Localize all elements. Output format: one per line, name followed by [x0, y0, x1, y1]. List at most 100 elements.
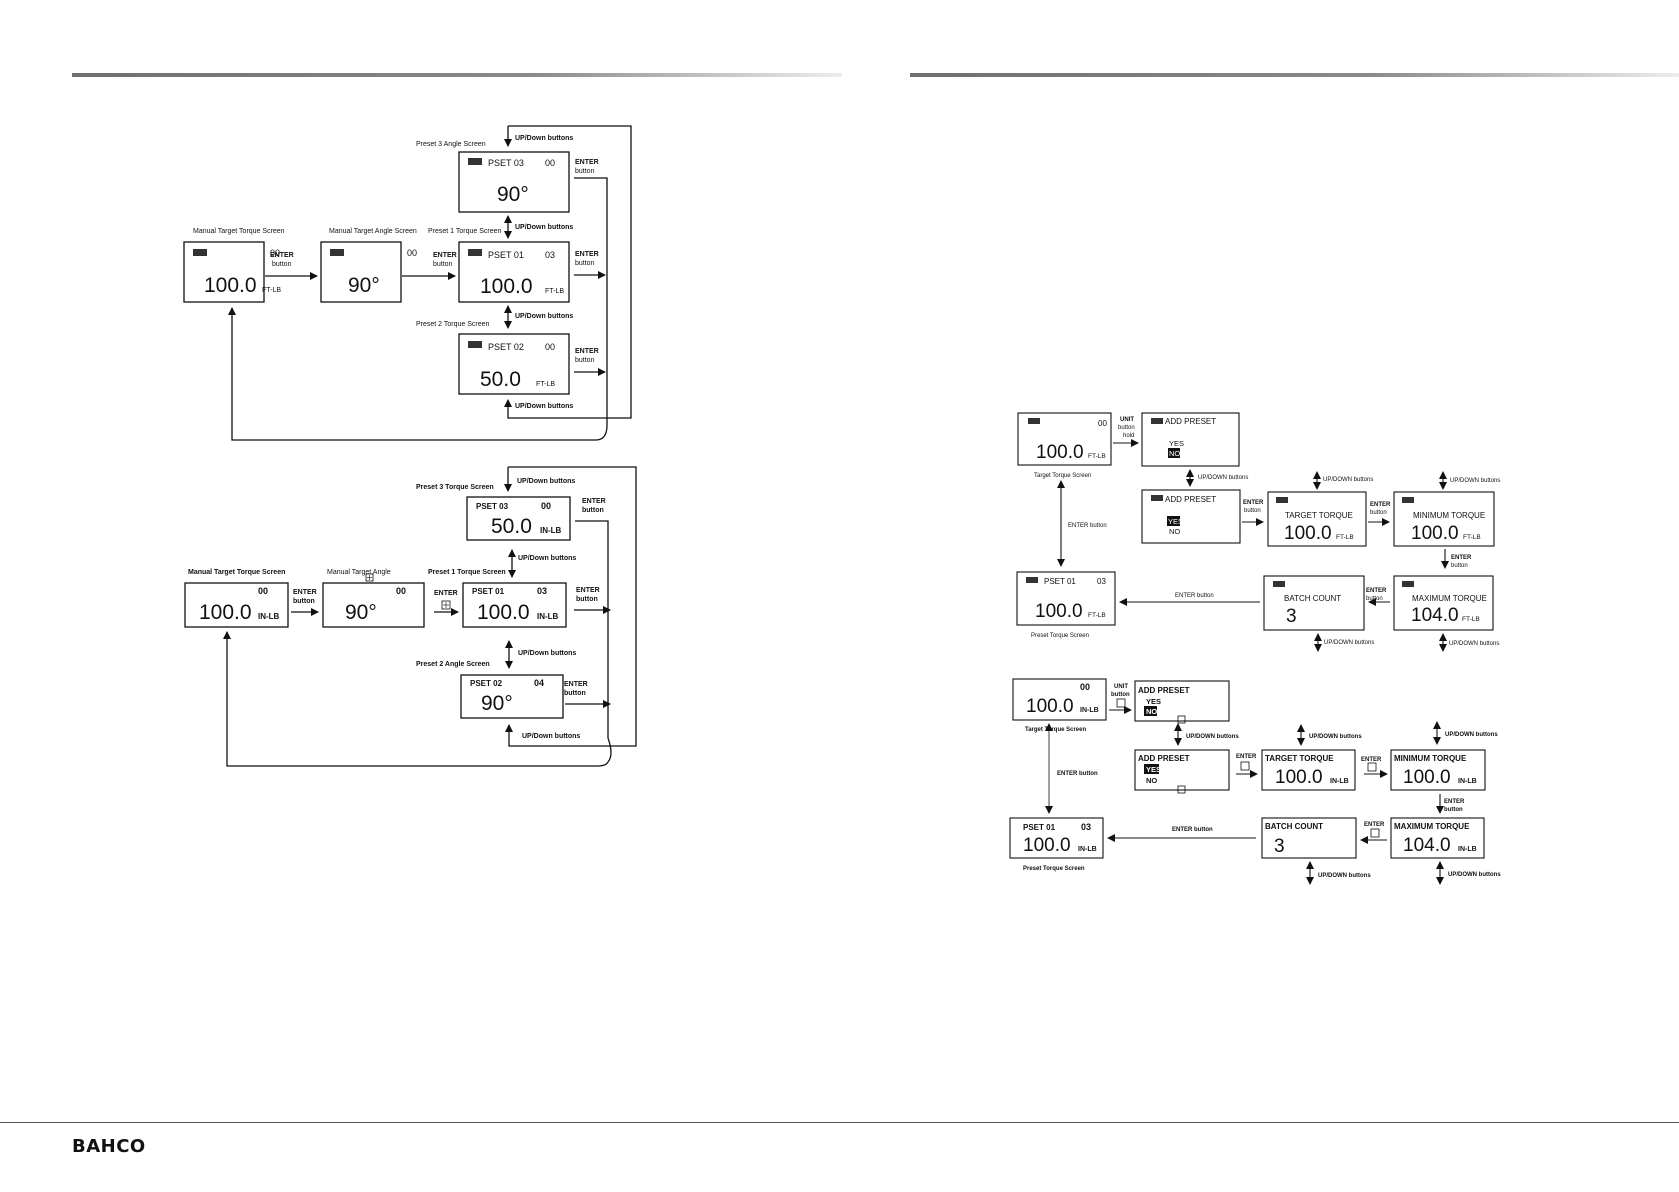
torque-value: 100.0 — [1275, 767, 1323, 788]
right-bottom-text: 00 100.0 IN-LB Target Torque Screen UNIT… — [1023, 682, 1501, 879]
battery-icon — [1402, 497, 1414, 503]
left-bottom-diagram — [184, 466, 637, 767]
target-screen-label: Target Torque Screen — [1025, 727, 1086, 733]
return-line — [223, 631, 612, 767]
preset-screen-label: Preset Torque Screen — [1023, 866, 1085, 872]
torque-unit: FT-LB — [1462, 616, 1480, 623]
preset-name: PSET 01 — [472, 587, 505, 596]
torque-unit: IN-LB — [540, 526, 562, 535]
battery-icon — [1151, 495, 1163, 501]
loop-line — [505, 466, 637, 747]
loop-line — [504, 125, 632, 419]
angle-value: 90° — [481, 692, 513, 715]
add-preset-title: ADD PRESET — [1138, 686, 1190, 695]
manual-angle-screen — [322, 582, 425, 628]
enter-button-label: ENTER button — [1172, 827, 1213, 833]
button-label: button — [1444, 807, 1463, 813]
add-preset-title: ADD PRESET — [1165, 417, 1216, 426]
torque-value: 100.0 — [1035, 601, 1083, 622]
no-option: NO — [1169, 527, 1180, 536]
updown-label: UP/DOWN buttons — [1450, 478, 1500, 484]
batch-count-screen — [1263, 575, 1365, 631]
updown-label: UP/Down buttons — [515, 135, 573, 142]
enter-button-label: ENTER button — [1068, 523, 1107, 529]
add-preset-yes-screen — [1141, 489, 1241, 544]
button-label: button — [575, 168, 595, 175]
preset2-angle-screen — [460, 674, 564, 719]
preset3-angle-screen — [458, 151, 570, 213]
unit-label: UNIT — [1120, 417, 1134, 423]
enter-label: ENTER — [575, 348, 599, 355]
torque-unit: IN-LB — [258, 612, 280, 621]
torque-value: 100.0 — [477, 601, 530, 624]
return-line — [228, 307, 608, 441]
add-preset-title: ADD PRESET — [1165, 495, 1216, 504]
button-label: button — [1111, 692, 1130, 698]
updown-label: UP/Down buttons — [518, 555, 576, 562]
key-icon — [1367, 762, 1377, 772]
no-highlight — [1168, 448, 1180, 458]
updown-label: UP/DOWN buttons — [1198, 475, 1248, 481]
updown-label: UP/DOWN buttons — [1186, 734, 1239, 740]
add-preset-no-screen — [1134, 680, 1230, 722]
enter-label: ENTER — [1243, 500, 1264, 506]
batch-count-title: BATCH COUNT — [1265, 822, 1323, 831]
preset2-label: Preset 2 Angle Screen — [416, 661, 490, 668]
preset-name: PSET 02 — [488, 342, 524, 352]
manual-torque-label: Manual Target Torque Screen — [193, 228, 285, 235]
preset-name: PSET 01 — [1044, 577, 1076, 586]
batch-count-value: 3 — [1274, 836, 1285, 857]
left-top-text: Manual Target Torque Screen Manual Targe… — [193, 135, 599, 410]
yes-highlight — [1144, 764, 1159, 774]
preset-name: PSET 03 — [476, 502, 509, 511]
preset-name: PSET 01 — [1023, 823, 1056, 832]
no-option: NO — [1146, 776, 1157, 785]
batch-count-screen — [1261, 817, 1357, 859]
torque-unit: FT-LB — [262, 287, 281, 294]
maximum-torque-screen — [1393, 575, 1494, 631]
updown-label: UP/Down buttons — [515, 224, 573, 231]
battery-icon — [1276, 497, 1288, 503]
manual-angle-label: Manual Target Angle Screen — [329, 228, 417, 235]
yes-option-selected: YES — [1168, 517, 1183, 526]
screen-code: 00 — [545, 342, 555, 352]
battery-icon — [1028, 418, 1040, 424]
key-icon — [441, 600, 451, 610]
preset1-label: Preset 1 Torque Screen — [428, 228, 502, 235]
updown-label: UP/Down buttons — [515, 313, 573, 320]
right-bottom-diagram — [1009, 678, 1486, 885]
updown-label: UP/DOWN buttons — [1318, 873, 1371, 879]
add-preset-title: ADD PRESET — [1138, 754, 1190, 763]
screen-code: 00 — [258, 586, 268, 596]
enter-label: ENTER — [293, 589, 317, 596]
torque-unit: FT-LB — [545, 288, 564, 295]
manual-torque-screen — [184, 582, 289, 628]
screen-code: 03 — [537, 586, 547, 596]
button-label: button — [433, 261, 453, 268]
button-label: button — [564, 690, 586, 697]
updown-label: UP/DOWN buttons — [1309, 734, 1362, 740]
maximum-torque-title: MAXIMUM TORQUE — [1394, 822, 1470, 831]
yes-option: YES — [1146, 697, 1161, 706]
preset2-label: Preset 2 Torque Screen — [416, 321, 490, 328]
target-torque-screen — [1017, 412, 1112, 466]
header-rule-left — [72, 73, 842, 77]
battery-icon — [330, 249, 344, 256]
torque-value: 104.0 — [1403, 835, 1451, 856]
torque-value: 100.0 — [1411, 523, 1459, 544]
enter-label: ENTER — [270, 252, 294, 259]
torque-unit: IN-LB — [1078, 846, 1097, 853]
screen-code: 00 — [1080, 682, 1090, 692]
manual-angle-screen — [320, 241, 402, 303]
right-top-text: 00 100.0 FT-LB Target Torque Screen UNIT… — [1031, 417, 1500, 647]
preset-torque-screen — [1009, 817, 1104, 859]
target-torque-screen — [1012, 678, 1107, 721]
key-icon — [1177, 785, 1186, 794]
torque-value: 100.0 — [1023, 835, 1071, 856]
left-top-diagram — [183, 125, 632, 441]
screen-code: 00 — [541, 501, 551, 511]
key-icon — [1116, 698, 1126, 708]
enter-button-label: ENTER button — [1057, 771, 1098, 777]
connector-line — [574, 177, 608, 425]
manual-torque-screen — [183, 241, 265, 303]
